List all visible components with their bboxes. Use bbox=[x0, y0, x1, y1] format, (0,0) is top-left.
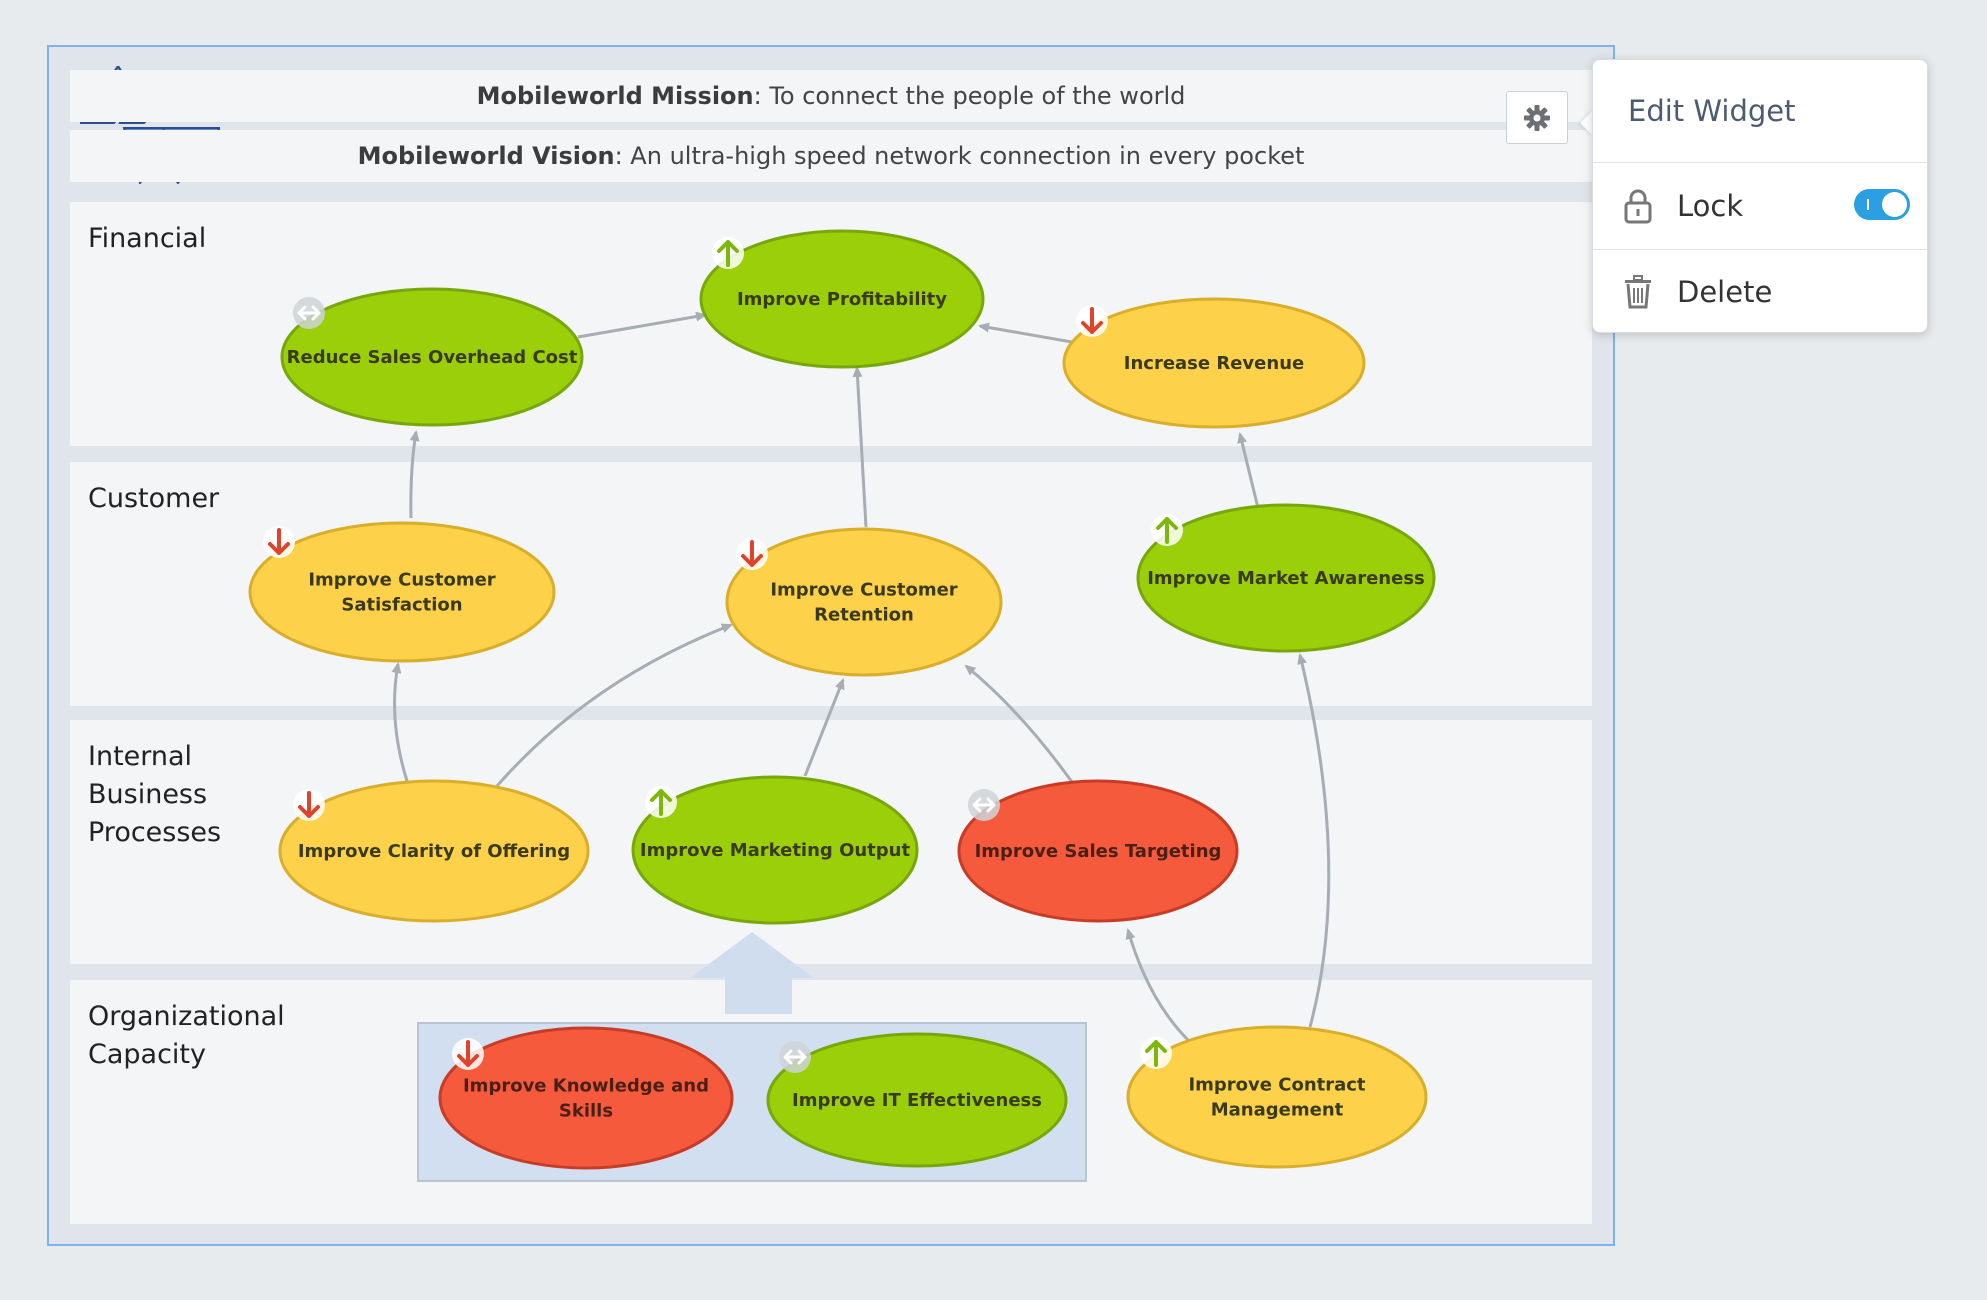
node-shape bbox=[631, 775, 919, 925]
trend-up-icon bbox=[1151, 514, 1183, 546]
trash-icon bbox=[1625, 275, 1651, 309]
menu-pointer bbox=[1580, 110, 1593, 136]
node-improve-marketing-output[interactable]: Improve Marketing Output bbox=[631, 775, 919, 925]
node-improve-it-effectiveness[interactable]: Improve IT Effectiveness bbox=[766, 1032, 1068, 1168]
node-shape bbox=[278, 779, 590, 923]
node-shape bbox=[766, 1032, 1068, 1168]
delete-item[interactable]: Delete bbox=[1593, 250, 1927, 334]
delete-label: Delete bbox=[1677, 275, 1773, 309]
node-increase-revenue[interactable]: Increase Revenue bbox=[1062, 297, 1366, 429]
lane-title-financial: Financial bbox=[88, 223, 207, 254]
node-label: Improve Marketing Output bbox=[640, 840, 911, 861]
node-label: Improve Customer bbox=[770, 580, 957, 601]
trend-neutral-icon bbox=[779, 1041, 811, 1073]
edge bbox=[495, 623, 733, 787]
trend-down-icon bbox=[736, 538, 768, 570]
node-shape bbox=[438, 1026, 734, 1170]
edge bbox=[409, 430, 420, 519]
menu-divider bbox=[1593, 162, 1927, 163]
node-improve-market-awareness[interactable]: Improve Market Awareness bbox=[1136, 503, 1436, 653]
node-shape bbox=[699, 229, 985, 369]
trend-up-icon bbox=[645, 786, 677, 818]
node-label: Skills bbox=[559, 1101, 613, 1122]
node-label: Satisfaction bbox=[341, 595, 462, 616]
edge bbox=[1237, 432, 1260, 509]
node-label: Retention bbox=[814, 605, 914, 626]
node-label: Improve Clarity of Offering bbox=[298, 841, 570, 862]
trend-up-icon bbox=[1140, 1037, 1172, 1069]
lane-title-line: Internal bbox=[88, 741, 193, 772]
trend-up-icon bbox=[712, 237, 744, 269]
toggle-knob bbox=[1882, 192, 1907, 217]
node-improve-sales-targeting[interactable]: Improve Sales Targeting bbox=[957, 779, 1239, 923]
edge bbox=[1297, 653, 1331, 1028]
node-shape bbox=[248, 521, 556, 663]
mission-label: Mobileworld Mission bbox=[476, 82, 754, 110]
trend-down-icon bbox=[263, 526, 295, 558]
lock-item: Lock bbox=[1593, 163, 1927, 249]
edge bbox=[803, 678, 845, 777]
mission-text: : To connect the people of the world bbox=[753, 82, 1186, 110]
lane-title-line: Capacity bbox=[88, 1039, 206, 1070]
node-layer: Reduce Sales Overhead Cost Improve Profit… bbox=[248, 229, 1436, 1170]
trend-down-icon bbox=[1076, 305, 1108, 337]
node-label: Improve Sales Targeting bbox=[975, 841, 1222, 862]
vision-banner: Mobileworld Vision : An ultra-high speed… bbox=[70, 130, 1592, 182]
edge bbox=[391, 662, 409, 782]
edge bbox=[978, 322, 1073, 344]
node-label: Management bbox=[1211, 1100, 1344, 1121]
lane-title-org: Organizational Capacity bbox=[88, 998, 285, 1074]
lock-icon bbox=[1624, 189, 1652, 224]
edge bbox=[964, 664, 1074, 783]
lane-title-line: Organizational bbox=[88, 1001, 285, 1032]
trend-neutral-icon bbox=[293, 297, 325, 329]
vision-label: Mobileworld Vision bbox=[357, 142, 615, 170]
node-label: Increase Revenue bbox=[1124, 353, 1304, 374]
node-improve-profitability[interactable]: Improve Profitability bbox=[699, 229, 985, 369]
edit-widget-label: Edit Widget bbox=[1628, 94, 1796, 128]
menu-divider bbox=[1593, 249, 1927, 250]
lane-title-internal: Internal Business Processes bbox=[88, 738, 221, 852]
node-label: Improve Customer bbox=[308, 570, 495, 591]
lock-label: Lock bbox=[1677, 189, 1744, 223]
node-improve-clarity-of-offering[interactable]: Improve Clarity of Offering bbox=[278, 779, 590, 923]
group-up-arrow bbox=[690, 932, 814, 1014]
edge bbox=[577, 311, 707, 339]
lock-toggle[interactable] bbox=[1854, 189, 1910, 220]
edge-layer bbox=[391, 311, 1331, 1043]
node-shape bbox=[1136, 503, 1436, 653]
edge bbox=[852, 366, 868, 528]
edit-widget-item[interactable]: Edit Widget bbox=[1593, 60, 1927, 162]
node-shape bbox=[957, 779, 1239, 923]
vision-text: : An ultra-high speed network connection… bbox=[614, 142, 1305, 170]
widget-menu: Edit Widget Lock Delete bbox=[1592, 59, 1928, 333]
node-label: Improve IT Effectiveness bbox=[792, 1090, 1042, 1111]
gear-button[interactable] bbox=[1506, 91, 1568, 144]
trend-neutral-icon bbox=[968, 789, 1000, 821]
gear-icon bbox=[1524, 104, 1550, 131]
node-shape bbox=[1062, 297, 1366, 429]
lane-title-customer: Customer bbox=[88, 483, 220, 514]
trend-down-icon bbox=[452, 1038, 484, 1070]
node-reduce-sales-overhead[interactable]: Reduce Sales Overhead Cost bbox=[280, 287, 584, 427]
node-label: Improve Knowledge and bbox=[463, 1076, 709, 1097]
node-shape bbox=[1126, 1025, 1428, 1169]
node-label: Improve Contract bbox=[1188, 1075, 1365, 1096]
node-label: Reduce Sales Overhead Cost bbox=[287, 347, 578, 368]
node-label: Improve Profitability bbox=[737, 289, 947, 310]
node-shape bbox=[725, 527, 1003, 677]
trend-down-icon bbox=[293, 789, 325, 821]
edge bbox=[1125, 928, 1191, 1043]
node-shape bbox=[280, 287, 584, 427]
node-label: Improve Market Awareness bbox=[1147, 568, 1425, 589]
mission-banner: Mobileworld Mission : To connect the peo… bbox=[70, 70, 1592, 122]
lane-title-line: Business bbox=[88, 779, 208, 810]
toggle-on-mark bbox=[1867, 199, 1869, 210]
lane-title-line: Processes bbox=[88, 817, 222, 848]
